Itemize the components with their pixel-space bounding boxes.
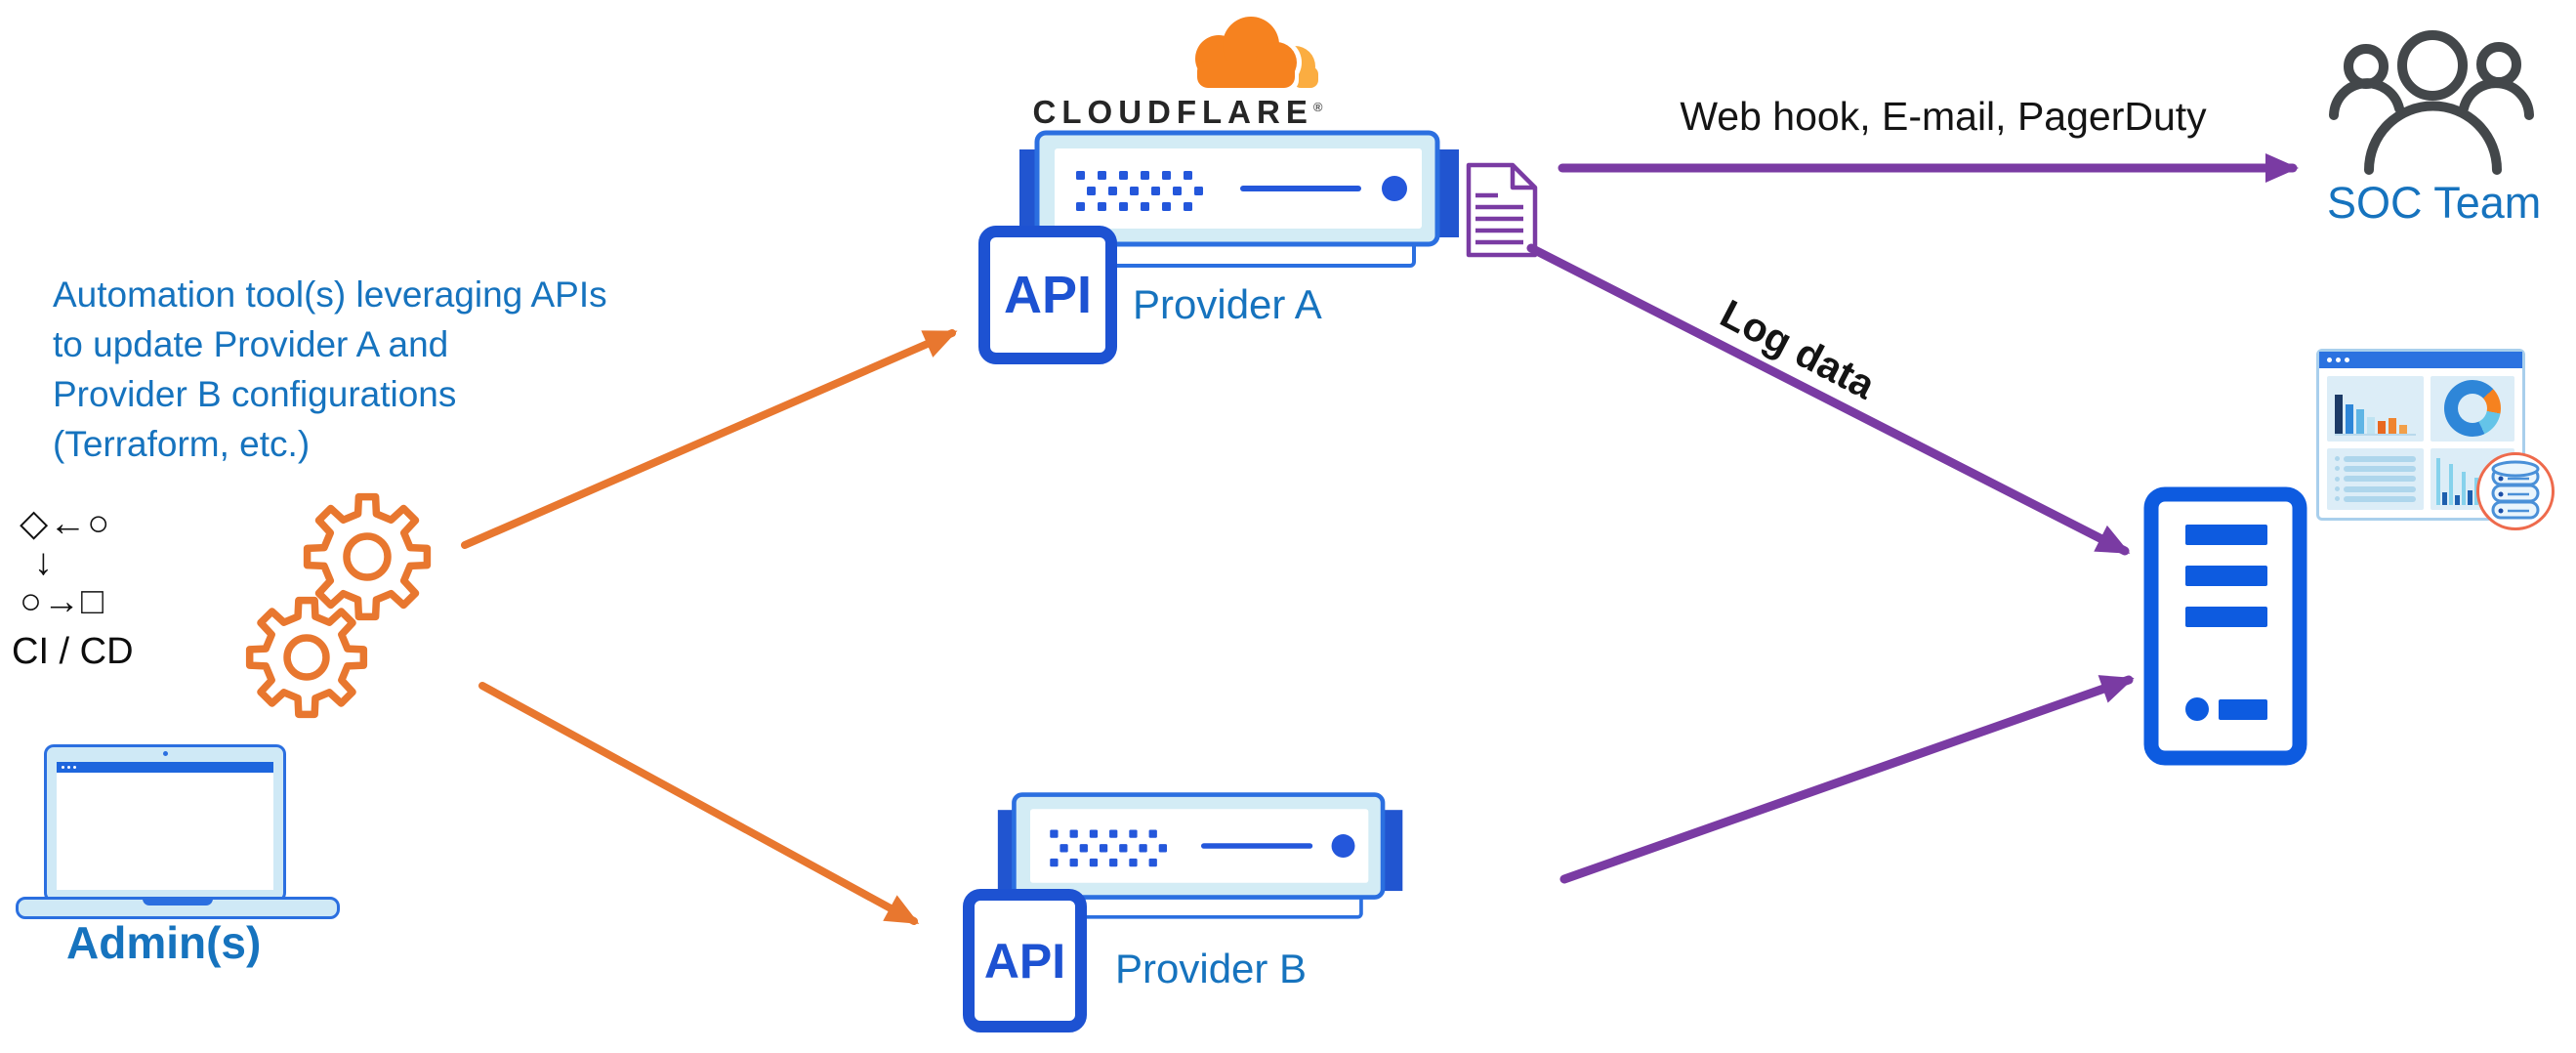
donut-chart-icon (2443, 380, 2501, 438)
provider-a-server-icon (1019, 130, 1459, 268)
log-document-icon (1466, 162, 1538, 258)
description-line: to update Provider A and (53, 324, 449, 364)
log-data-label: Log data (1713, 290, 1883, 408)
soc-team-label: SOC Team (2327, 178, 2542, 228)
api-badge-text: API (1003, 266, 1093, 324)
arrow-provider-b-to-server (1559, 675, 2135, 884)
laptop-titlebar (57, 762, 273, 773)
api-badge-text: API (983, 933, 1066, 989)
laptop-screen (44, 744, 286, 903)
dashboard-bar-chart-panel (2327, 376, 2424, 442)
admins-label: Admin(s) (66, 917, 262, 968)
database-icon (2476, 452, 2555, 530)
log-server-icon (2143, 486, 2307, 766)
laptop-icon (16, 737, 340, 919)
cicd-glyph-row2: ○→□ (20, 581, 104, 622)
soc-team-icon (2329, 30, 2534, 175)
cloudflare-cloud-icon (1193, 17, 1318, 92)
dashboard-list-panel (2327, 447, 2424, 510)
cicd-glyph-row1: ◇←○ (20, 503, 111, 544)
description-line: Automation tool(s) leveraging APIs (53, 274, 607, 315)
provider-b-server-icon (997, 792, 1403, 919)
automation-description: Automation tool(s) leveraging APIs to up… (53, 270, 853, 469)
cicd-flow-icon: ◇←○ ↓ ○→□ (20, 504, 110, 621)
webhook-email-pagerduty-label: Web hook, E-mail, PagerDuty (1680, 94, 2207, 139)
description-line: (Terraform, etc.) (53, 424, 311, 464)
arrow-log-data-to-server (1526, 243, 2131, 556)
cloudflare-wordmark-text: CLOUDFLARE (1032, 94, 1313, 130)
arrow-automation-to-provider-b (478, 682, 920, 925)
laptop-camera-dot (163, 751, 168, 756)
laptop-notch (143, 899, 213, 906)
dashboard-donut-panel (2430, 376, 2514, 442)
cloudflare-wordmark: CLOUDFLARE® (1029, 94, 1326, 131)
registered-trademark: ® (1312, 100, 1323, 114)
provider-a-label: Provider A (1133, 281, 1322, 327)
provider-a-api-badge: API (978, 226, 1117, 364)
dashboard-titlebar (2319, 352, 2522, 368)
cicd-glyph-down-arrow: ↓ (34, 542, 54, 583)
provider-b-api-badge: API (963, 889, 1087, 1032)
database-cylinder-icon (2491, 460, 2540, 520)
gears-icon (245, 492, 432, 719)
laptop-base (16, 897, 340, 919)
cicd-label: CI / CD (12, 631, 134, 672)
provider-b-label: Provider B (1115, 946, 1308, 991)
description-line: Provider B configurations (53, 374, 457, 414)
laptop-display (57, 762, 273, 890)
